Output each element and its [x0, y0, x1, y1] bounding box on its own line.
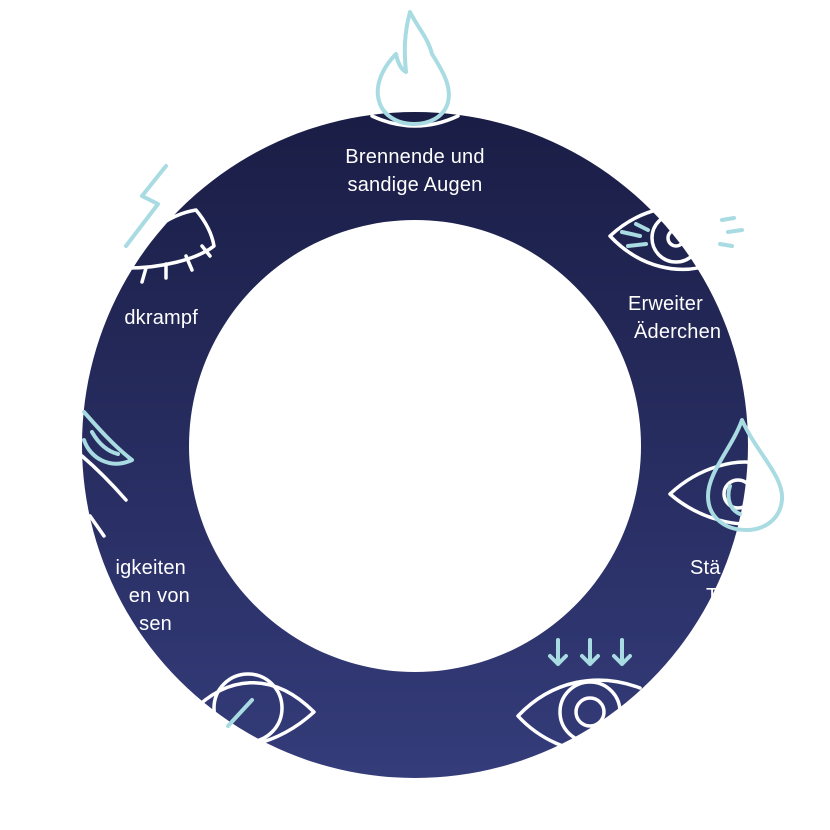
contact-lens-icon [80, 410, 134, 538]
segment-linsen-line2: en von [129, 585, 190, 607]
segment-brennende-line2: sandige Augen [348, 174, 483, 196]
segment-linsen-line3: sen [139, 613, 172, 635]
eye-veins-icon [608, 204, 744, 272]
segment-linsen-line1: igkeiten [115, 557, 186, 579]
eye-arrows-icon [516, 638, 642, 756]
flame-eye-icon [370, 10, 460, 128]
eye-scratch-icon [190, 672, 316, 750]
segment-traenen-line2: T [706, 585, 718, 607]
segment-traenen-line1: Stä [690, 557, 721, 579]
eyelid-spasm-icon [114, 164, 216, 284]
segment-brennende-line1: Brennende und [345, 146, 484, 168]
segment-aederchen-line2: Äderchen [634, 321, 721, 343]
teardrop-eye-icon [668, 418, 785, 532]
segment-lidkrampf-line1: dkrampf [124, 307, 198, 329]
symptom-ring [81, 112, 748, 778]
segment-aederchen-line1: Erweiter [628, 293, 703, 315]
